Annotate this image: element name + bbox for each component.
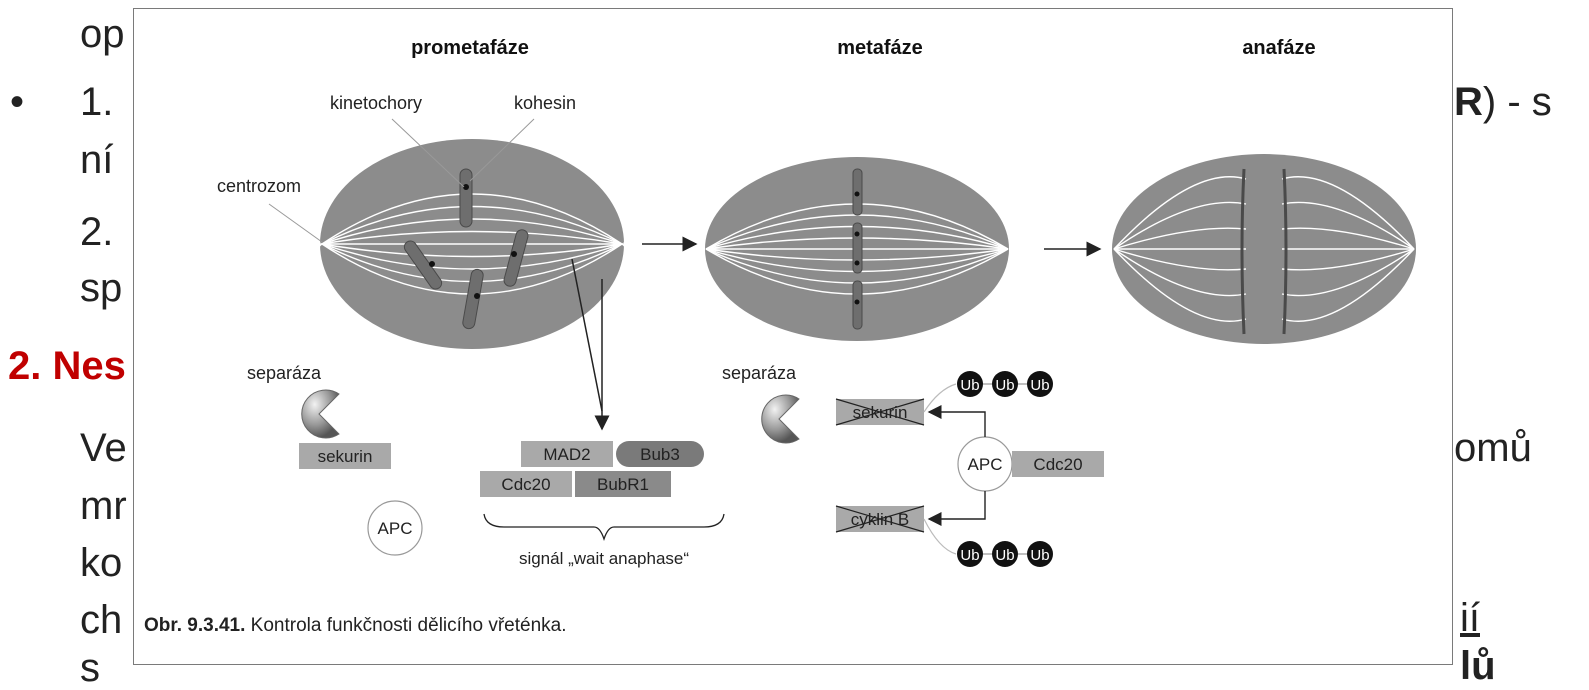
ub-chain-top: Ub Ub Ub <box>957 371 1053 397</box>
caption-number: Obr. 9.3.41. <box>144 615 245 636</box>
label-kinetochory: kinetochory <box>330 93 422 113</box>
label-kohesin: kohesin <box>514 93 576 113</box>
bullet-marker: • <box>10 80 24 125</box>
figure-caption: Obr. 9.3.41. Kontrola funkčnosti dělicíh… <box>144 615 566 637</box>
slide-text-line10-start: s <box>80 648 100 688</box>
label-bub3: Bub3 <box>640 445 680 464</box>
caption-text: Kontrola funkčnosti dělicího vřeténka. <box>245 615 566 636</box>
label-apc-left: APC <box>378 519 413 538</box>
separase-icon-left <box>302 390 339 438</box>
ub-label: Ub <box>960 377 979 394</box>
slide-text-line6-end: omů <box>1454 428 1532 468</box>
ub-label: Ub <box>1030 547 1049 564</box>
signal-brace <box>484 514 724 539</box>
separase-icon-right <box>762 395 799 443</box>
label-separaza-left: separáza <box>247 363 322 383</box>
slide-text-line10-end: lů <box>1460 646 1496 686</box>
slide-text-line5: sp <box>80 268 122 308</box>
section-heading: 2. Nes <box>8 344 126 389</box>
phase-label-prometaphase: prometafáze <box>411 37 529 59</box>
slide-text-line3: ní <box>80 140 113 180</box>
spindle-diagram: prometafáze metafáze anafáze <box>134 9 1454 666</box>
ub-label: Ub <box>995 377 1014 394</box>
label-sekurin-left: sekurin <box>318 447 373 466</box>
phase-label-metaphase: metafáze <box>837 37 923 59</box>
slide-text-line8: ko <box>80 543 122 583</box>
spindle-prometaphase <box>302 139 642 349</box>
slide-text-line4: 2. <box>80 212 113 252</box>
ub-label: Ub <box>995 547 1014 564</box>
label-cdc20-left: Cdc20 <box>501 475 550 494</box>
spindle-anaphase <box>1112 154 1416 344</box>
slide-text-line2-end: R) - s <box>1454 82 1552 122</box>
label-cdc20-right: Cdc20 <box>1033 455 1082 474</box>
slide-text-line9-start: ch <box>80 600 122 640</box>
label-apc-right: APC <box>968 455 1003 474</box>
spindle-metaphase <box>705 157 1009 341</box>
label-mad2: MAD2 <box>543 445 590 464</box>
ub-label: Ub <box>960 547 979 564</box>
phase-label-anaphase: anafáze <box>1242 37 1315 59</box>
figure-panel: prometafáze metafáze anafáze <box>133 8 1453 665</box>
slide-text-bold-r: R <box>1454 80 1483 124</box>
ub-label: Ub <box>1030 377 1049 394</box>
slide-text-line2-start: 1. <box>80 82 113 122</box>
ub-link-lines <box>924 384 956 554</box>
label-bubr1: BubR1 <box>597 475 649 494</box>
label-separaza-right: separáza <box>722 363 797 383</box>
ub-chain-bottom: Ub Ub Ub <box>957 541 1053 567</box>
slide-text-line1: op <box>80 14 125 54</box>
slide-text-line7: mr <box>80 486 127 526</box>
label-signal: signál „wait anaphase“ <box>519 549 689 568</box>
slide-text-line9-end: ií <box>1460 598 1480 638</box>
slide-text-line2-rest: ) - s <box>1483 80 1552 124</box>
label-centrozom: centrozom <box>217 176 301 196</box>
slide-text-line6-start: Ve <box>80 428 127 468</box>
